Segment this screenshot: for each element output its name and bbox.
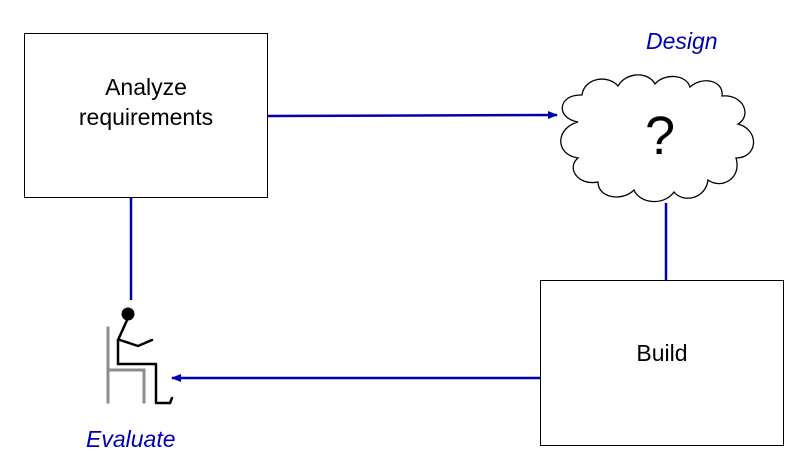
- analyze-requirements-label: Analyze requirements: [79, 72, 213, 132]
- analyze-requirements-box: Analyze requirements: [24, 33, 268, 198]
- design-label: Design: [646, 28, 718, 54]
- analyze-label-line-1: Analyze: [105, 73, 187, 100]
- seated-person-icon: [106, 307, 174, 405]
- design-question-mark: ?: [644, 106, 676, 166]
- analyze-label-line-2: requirements: [78, 103, 214, 130]
- cloud-shape: [560, 74, 755, 203]
- build-box: Build: [540, 280, 784, 446]
- evaluate-label: Evaluate: [86, 426, 176, 452]
- build-label: Build: [636, 340, 688, 366]
- arrow-analyze-to-design: [267, 111, 558, 120]
